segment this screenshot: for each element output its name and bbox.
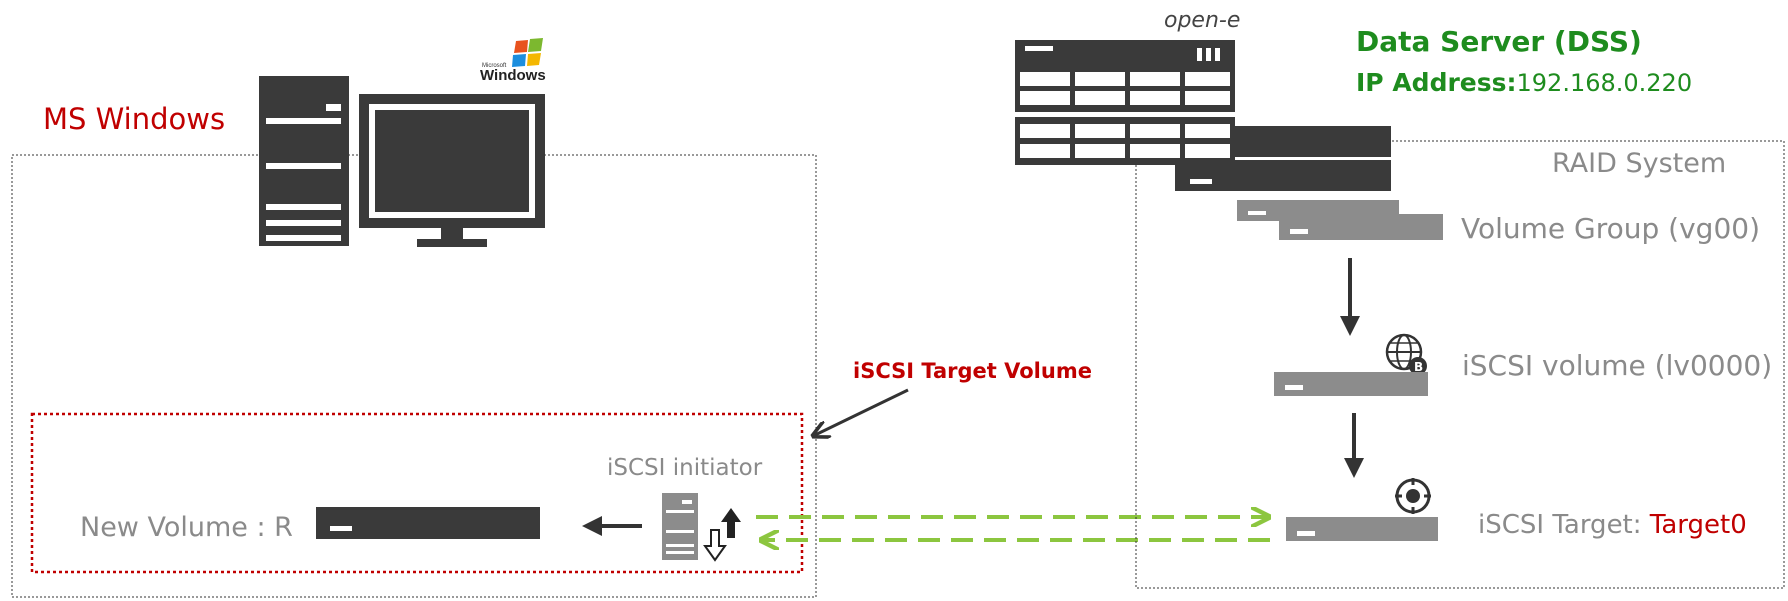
initiator-label: iSCSI initiator xyxy=(607,455,763,481)
volume-group-label: Volume Group (vg00) xyxy=(1461,212,1760,245)
dss-brand: open-e xyxy=(1164,8,1240,33)
windows-logo-icon: Microsoft Windows xyxy=(480,38,546,84)
server-rack-icon xyxy=(1015,40,1235,165)
raid-label: RAID System xyxy=(1552,148,1726,179)
globe-badge: B xyxy=(1414,360,1423,374)
volume-group-icon xyxy=(1237,200,1443,240)
ip-separator: : xyxy=(1507,68,1517,97)
iscsi-target-drive-icon xyxy=(1286,517,1438,541)
iscsi-target-prefix: iSCSI Target: xyxy=(1478,510,1650,540)
iscsi-target-label: iSCSI Target: Target0 xyxy=(1478,510,1747,540)
new-volume-label: New Volume : R xyxy=(80,512,293,543)
new-volume-drive-icon xyxy=(316,507,540,539)
server-title: Data Server (DSS) xyxy=(1356,25,1642,58)
ip-label: IP Address xyxy=(1356,68,1507,97)
iscsi-volume-label: iSCSI volume (lv0000) xyxy=(1462,349,1772,382)
target-icon xyxy=(1395,478,1431,514)
initiator-server-icon xyxy=(662,493,698,560)
windows-logo-text: Windows xyxy=(480,67,546,84)
windows-logo-small: Microsoft xyxy=(482,63,507,69)
iscsi-target-name: Target0 xyxy=(1649,510,1747,540)
globe-icon: B xyxy=(1385,333,1427,375)
server-ip: IP Address:192.168.0.220 xyxy=(1356,68,1692,97)
windows-title: MS Windows xyxy=(43,102,225,136)
ip-value: 192.168.0.220 xyxy=(1517,69,1693,97)
iscsi-volume-drive-icon xyxy=(1274,372,1428,396)
target-volume-pointer xyxy=(813,388,909,436)
raid-boundary xyxy=(1135,140,1785,589)
target-volume-boundary xyxy=(30,412,804,574)
transfer-arrows-icon xyxy=(703,508,741,562)
raid-disks-icon xyxy=(1175,126,1391,191)
desktop-computer-icon xyxy=(259,76,545,247)
target-volume-label: iSCSI Target Volume xyxy=(853,359,1092,383)
